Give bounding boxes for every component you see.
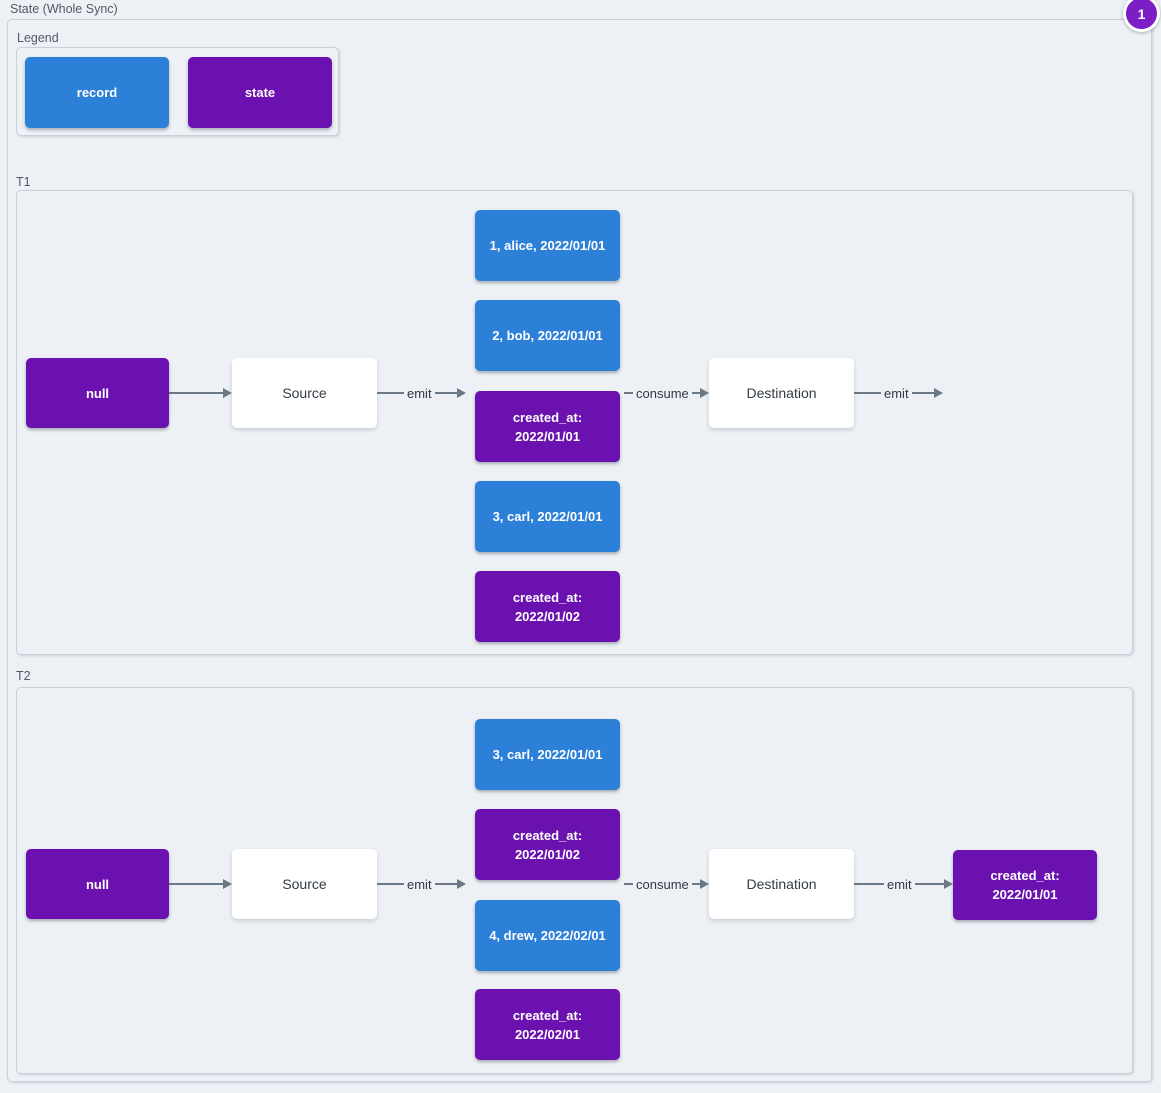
edge-line <box>691 392 700 394</box>
node-label: 3, carl, 2022/01/01 <box>492 747 603 762</box>
legend-title: Legend <box>17 31 59 45</box>
edge-line <box>434 883 457 885</box>
arrowhead-icon <box>223 879 232 889</box>
arrowhead-icon <box>457 879 466 889</box>
edge-label-emit: emit <box>407 385 432 401</box>
edge-label-consume: consume <box>636 876 689 892</box>
node-label: 2, bob, 2022/01/01 <box>492 328 603 343</box>
edge-line <box>377 392 404 394</box>
t2-edge-emit-out: emit <box>377 874 466 894</box>
t2-destination-label: Destination <box>746 875 817 892</box>
node-label: 1, alice, 2022/01/01 <box>489 238 606 253</box>
t1-container <box>16 190 1133 655</box>
t1-stack-record-2: 2, bob, 2022/01/01 <box>475 300 620 371</box>
edge-line <box>434 392 457 394</box>
t2-source-node: Source <box>232 849 377 919</box>
edge-line <box>377 883 404 885</box>
t1-stack-state-2: created_at: 2022/01/02 <box>475 571 620 642</box>
edge-line <box>854 392 881 394</box>
edge-line <box>911 392 934 394</box>
edge-label-emit: emit <box>407 876 432 892</box>
t2-null-label: null <box>85 876 110 892</box>
t1-null-label: null <box>85 385 110 401</box>
t2-output-state-node: created_at: 2022/01/01 <box>953 850 1097 920</box>
arrowhead-icon <box>457 388 466 398</box>
t2-null-node: null <box>26 849 169 919</box>
node-label: created_at: 2022/01/02 <box>512 589 583 624</box>
arrowhead-icon <box>700 879 709 889</box>
diagram-title: State (Whole Sync) <box>10 2 118 16</box>
t1-edge-emit-out: emit <box>377 383 466 403</box>
legend-record-label: record <box>76 85 118 100</box>
t2-source-label: Source <box>282 875 327 892</box>
t1-edge-emit-in: emit <box>854 383 943 403</box>
t2-edge-null-source <box>169 874 232 894</box>
node-label: created_at: 2022/01/01 <box>512 409 583 444</box>
edge-line <box>691 883 700 885</box>
t1-stack-record-3: 3, carl, 2022/01/01 <box>475 481 620 552</box>
arrowhead-icon <box>223 388 232 398</box>
node-label: created_at: 2022/01/02 <box>512 827 583 862</box>
t1-destination-node: Destination <box>709 358 854 428</box>
node-label: created_at: 2022/01/01 <box>990 868 1060 902</box>
arrowhead-icon <box>934 388 943 398</box>
t2-destination-node: Destination <box>709 849 854 919</box>
t1-source-node: Source <box>232 358 377 428</box>
t2-container <box>16 687 1133 1074</box>
edge-line <box>854 883 884 885</box>
legend-record-node: record <box>25 57 169 128</box>
t1-stack-record-1: 1, alice, 2022/01/01 <box>475 210 620 281</box>
edge-line <box>624 392 633 394</box>
t1-edge-null-source <box>169 383 232 403</box>
legend-state-label: state <box>244 85 276 100</box>
node-label: 4, drew, 2022/02/01 <box>489 928 606 943</box>
outer-container <box>7 19 1152 1082</box>
t1-edge-consume: consume <box>624 383 709 403</box>
t2-stack-record-1: 3, carl, 2022/01/01 <box>475 719 620 790</box>
step-badge[interactable]: 1 <box>1123 0 1160 32</box>
edge-line <box>624 883 633 885</box>
legend-state-node: state <box>188 57 332 128</box>
t2-edge-emit-in: emit <box>854 874 953 894</box>
t2-stack-state-2: created_at: 2022/02/01 <box>475 989 620 1060</box>
edge-label-consume: consume <box>636 385 689 401</box>
legend-container <box>16 47 339 136</box>
arrowhead-icon <box>700 388 709 398</box>
t1-destination-label: Destination <box>746 384 817 401</box>
edge-label-emit: emit <box>887 876 912 892</box>
t1-title: T1 <box>16 175 31 189</box>
t1-stack-state-1: created_at: 2022/01/01 <box>475 391 620 462</box>
t1-null-node: null <box>26 358 169 428</box>
edge-line <box>914 883 944 885</box>
t2-title: T2 <box>16 669 31 683</box>
t1-source-label: Source <box>282 384 327 401</box>
node-label: created_at: 2022/02/01 <box>512 1007 583 1042</box>
edge-label-emit: emit <box>884 385 909 401</box>
edge-line <box>169 392 223 394</box>
edge-line <box>169 883 223 885</box>
t2-edge-consume: consume <box>624 874 709 894</box>
arrowhead-icon <box>944 879 953 889</box>
t2-stack-record-2: 4, drew, 2022/02/01 <box>475 900 620 971</box>
t2-stack-state-1: created_at: 2022/01/02 <box>475 809 620 880</box>
node-label: 3, carl, 2022/01/01 <box>492 509 603 524</box>
